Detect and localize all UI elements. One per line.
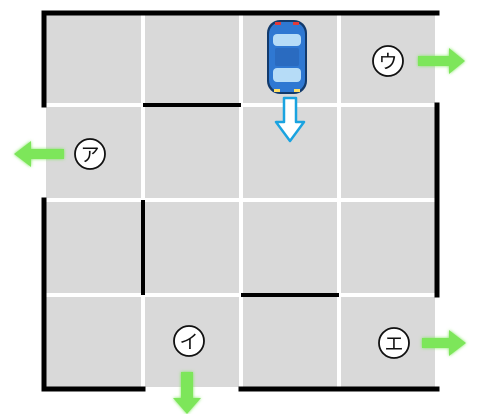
outer-walls bbox=[41, 10, 440, 392]
car-icon bbox=[267, 20, 307, 94]
grid-cell bbox=[145, 107, 239, 198]
car-taillight bbox=[275, 22, 281, 25]
car-headlight bbox=[274, 89, 280, 92]
car-headlight bbox=[294, 89, 300, 92]
grid-cells bbox=[46, 15, 435, 387]
label-circle bbox=[74, 138, 106, 170]
grid-cell bbox=[46, 297, 141, 387]
down-arrow-icon bbox=[173, 372, 201, 414]
grid-cell bbox=[145, 15, 239, 103]
exit-label-e: エ bbox=[378, 327, 410, 359]
exit-label-e-text: エ bbox=[384, 333, 403, 355]
label-circle bbox=[372, 45, 404, 77]
grid-cell bbox=[243, 202, 337, 293]
grid-cell bbox=[46, 202, 141, 293]
direction-arrow bbox=[274, 96, 306, 143]
right-arrow-icon bbox=[418, 48, 465, 74]
grid-cell bbox=[243, 297, 337, 387]
exit-label-u-text: ウ bbox=[378, 51, 397, 73]
grid-cell bbox=[46, 15, 141, 103]
grid-cell bbox=[341, 107, 435, 198]
exit-label-i-text: イ bbox=[179, 331, 198, 353]
exit-label-a-text: ア bbox=[80, 144, 99, 166]
car-roof bbox=[275, 48, 299, 66]
left-arrow-icon bbox=[14, 141, 64, 167]
grid-cell bbox=[341, 202, 435, 293]
right-arrow-icon bbox=[422, 330, 466, 356]
exit-arrows bbox=[14, 48, 466, 414]
exit-label-i: イ bbox=[173, 325, 205, 357]
label-circle bbox=[378, 327, 410, 359]
exit-label-u: ウ bbox=[372, 45, 404, 77]
grid-cell bbox=[145, 202, 239, 293]
exit-label-a: ア bbox=[74, 138, 106, 170]
car-rear-window bbox=[273, 34, 301, 46]
inner-walls bbox=[141, 103, 339, 297]
car-taillight bbox=[293, 22, 299, 25]
car-windshield bbox=[273, 68, 301, 82]
label-circle bbox=[173, 325, 205, 357]
down-arrow-outline-icon bbox=[274, 96, 306, 143]
